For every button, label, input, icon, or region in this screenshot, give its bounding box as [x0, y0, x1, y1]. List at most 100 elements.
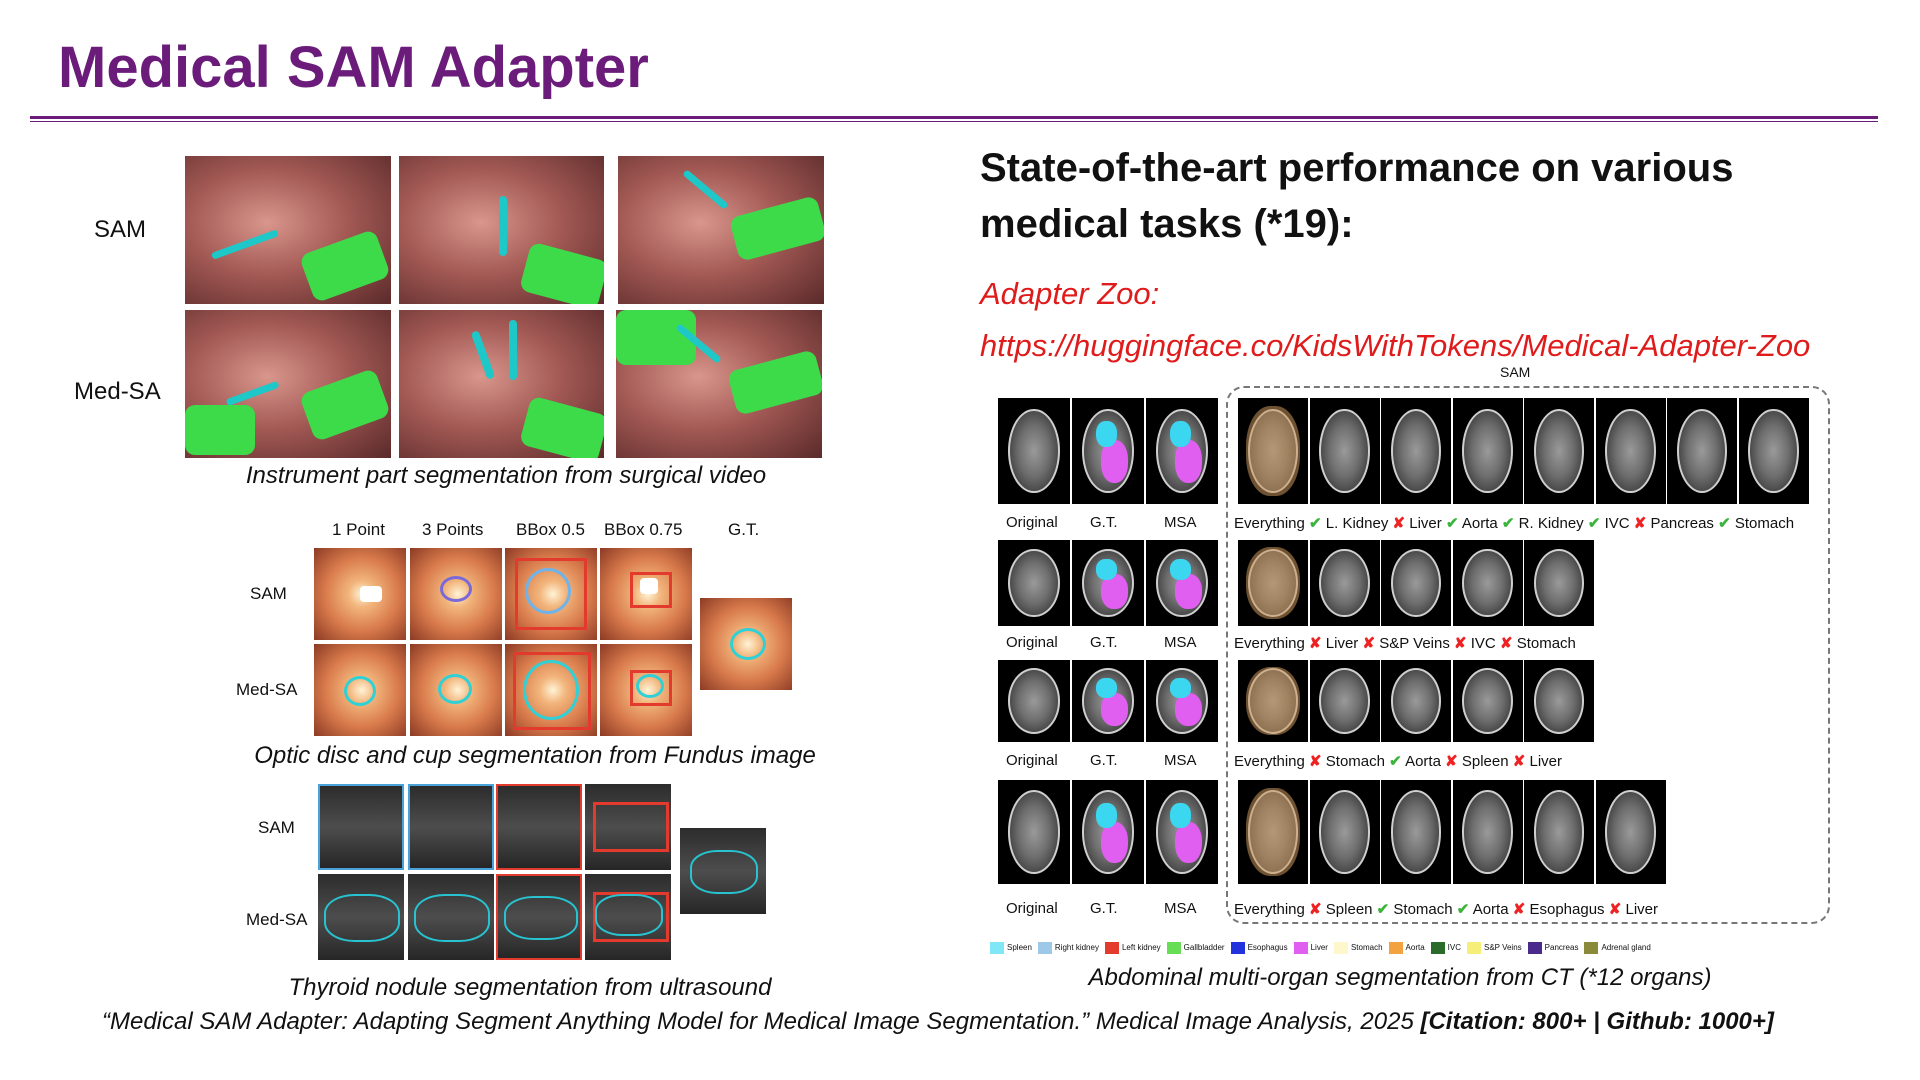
- ct-image: [998, 780, 1070, 884]
- fundus-caption: Optic disc and cup segmentation from Fun…: [254, 742, 816, 769]
- ct-image: [998, 398, 1070, 504]
- surgical-image: [616, 310, 822, 458]
- legend-item: IVC: [1430, 941, 1461, 954]
- ultrasound-image: [585, 784, 671, 870]
- organ-label: Esophagus: [1525, 901, 1605, 918]
- legend-label: Liver: [1310, 943, 1328, 952]
- surgical-row-label-medsa: Med-SA: [74, 378, 161, 405]
- thyroid-caption: Thyroid nodule segmentation from ultraso…: [288, 974, 772, 1001]
- legend-swatch: [1584, 941, 1599, 954]
- sam-ct-image: [1238, 780, 1308, 884]
- title-divider-thin: [30, 121, 1878, 122]
- check-icon: ✔: [1452, 901, 1470, 918]
- sam-label-row: Everything ✘ Liver ✘ S&P Veins ✘ IVC ✘ S…: [1234, 634, 1576, 652]
- check-icon: ✔: [1304, 515, 1322, 532]
- cross-icon: ✘: [1508, 753, 1526, 770]
- organ-label: R. Kidney: [1514, 515, 1584, 532]
- organ-label: Everything: [1234, 753, 1305, 770]
- ct-base-label: MSA: [1164, 634, 1197, 651]
- legend-item: Left kidney: [1104, 941, 1161, 954]
- check-icon: ✔: [1385, 753, 1402, 770]
- cross-icon: ✘: [1304, 753, 1322, 770]
- organ-label: Liver: [1525, 753, 1563, 770]
- heading-line: medical tasks (*19):: [980, 202, 1354, 246]
- sam-ct-image: [1595, 780, 1666, 884]
- ct-caption: Abdominal multi-organ segmentation from …: [1088, 964, 1712, 991]
- ct-image: [1072, 660, 1144, 742]
- ultrasound-image: [408, 874, 494, 960]
- ct-base-label: G.T.: [1090, 514, 1118, 531]
- organ-label: Everything: [1234, 515, 1305, 532]
- surgical-image: [185, 310, 391, 458]
- sam-ct-image: [1309, 540, 1380, 626]
- legend-swatch: [1166, 941, 1181, 954]
- sam-ct-image: [1452, 780, 1523, 884]
- cross-icon: ✘: [1495, 635, 1513, 652]
- sam-ct-image: [1452, 660, 1523, 742]
- fundus-row-label-sam: SAM: [250, 584, 287, 603]
- legend-item: Adrenal gland: [1584, 941, 1651, 954]
- fundus-image: [600, 644, 692, 736]
- fundus-col-label: BBox 0.5: [516, 520, 585, 539]
- ultrasound-image: [318, 784, 404, 870]
- sam-ct-image: [1381, 398, 1451, 504]
- check-icon: ✔: [1713, 515, 1731, 532]
- sam-ct-image: [1738, 398, 1809, 504]
- sam-label-row: Everything ✘ Spleen ✔ Stomach ✔ Aorta ✘ …: [1234, 900, 1658, 918]
- thyroid-row-label-sam: SAM: [258, 818, 295, 837]
- fundus-image: [505, 548, 597, 640]
- ultrasound-gt-image: [680, 828, 766, 914]
- citation-stats: [Citation: 800+ | Github: 1000+]: [1420, 1008, 1774, 1035]
- legend-label: Gallbladder: [1183, 943, 1225, 952]
- cross-icon: ✘: [1449, 635, 1467, 652]
- ultrasound-image: [408, 784, 494, 870]
- legend-label: Aorta: [1405, 943, 1425, 952]
- legend-item: Aorta: [1388, 941, 1425, 954]
- legend-label: Right kidney: [1054, 943, 1099, 952]
- cross-icon: ✘: [1358, 635, 1376, 652]
- sam-ct-image: [1309, 780, 1380, 884]
- cross-icon: ✘: [1440, 753, 1458, 770]
- sam-ct-image: [1381, 540, 1451, 626]
- legend-label: Esophagus: [1247, 943, 1288, 952]
- ct-base-label: Original: [1006, 514, 1058, 531]
- surgical-row-label-sam: SAM: [94, 216, 147, 243]
- citation: “Medical SAM Adapter: Adapting Segment A…: [102, 1008, 1774, 1036]
- ct-image: [1072, 540, 1144, 626]
- sam-ct-image: [1381, 780, 1451, 884]
- thyroid-row-label-medsa: Med-SA: [246, 910, 308, 929]
- legend-label: IVC: [1447, 943, 1461, 952]
- adapter-zoo-link[interactable]: https://huggingface.co/KidsWithTokens/Me…: [980, 328, 1811, 363]
- surgical-image: [618, 156, 824, 304]
- fundus-image: [410, 644, 502, 736]
- organ-label: Aorta: [1458, 515, 1498, 532]
- citation-text: “Medical SAM Adapter: Adapting Segment A…: [102, 1008, 1421, 1035]
- sam-ct-image: [1524, 398, 1594, 504]
- heading-line: State-of-the-art performance on various: [980, 146, 1734, 190]
- sam-tag: SAM: [1500, 364, 1531, 380]
- sam-ct-image: [1381, 660, 1451, 742]
- ct-image: [1146, 398, 1218, 504]
- organ-label: IVC: [1600, 515, 1630, 532]
- legend-label: Left kidney: [1121, 943, 1161, 952]
- legend-item: Stomach: [1333, 941, 1383, 954]
- organ-label: Aorta: [1401, 753, 1441, 770]
- ct-base-label: MSA: [1164, 900, 1197, 917]
- legend-label: S&P Veins: [1484, 943, 1522, 952]
- ct-image: [1146, 780, 1218, 884]
- organ-label: Stomach: [1321, 753, 1385, 770]
- ct-base-label: Original: [1006, 900, 1058, 917]
- adapter-zoo-label: Adapter Zoo:: [980, 276, 1160, 311]
- ct-image: [998, 660, 1070, 742]
- title-divider: [30, 116, 1878, 119]
- surgical-image: [399, 156, 604, 304]
- ultrasound-image: [496, 784, 582, 870]
- legend-swatch: [1037, 941, 1052, 954]
- ct-image: [1146, 540, 1218, 626]
- fundus-gt-image: [700, 598, 792, 690]
- sam-ct-image: [1524, 540, 1594, 626]
- legend-swatch: [1230, 941, 1245, 954]
- ct-base-label: Original: [1006, 752, 1058, 769]
- sam-ct-image: [1238, 398, 1308, 504]
- sam-ct-image: [1524, 780, 1594, 884]
